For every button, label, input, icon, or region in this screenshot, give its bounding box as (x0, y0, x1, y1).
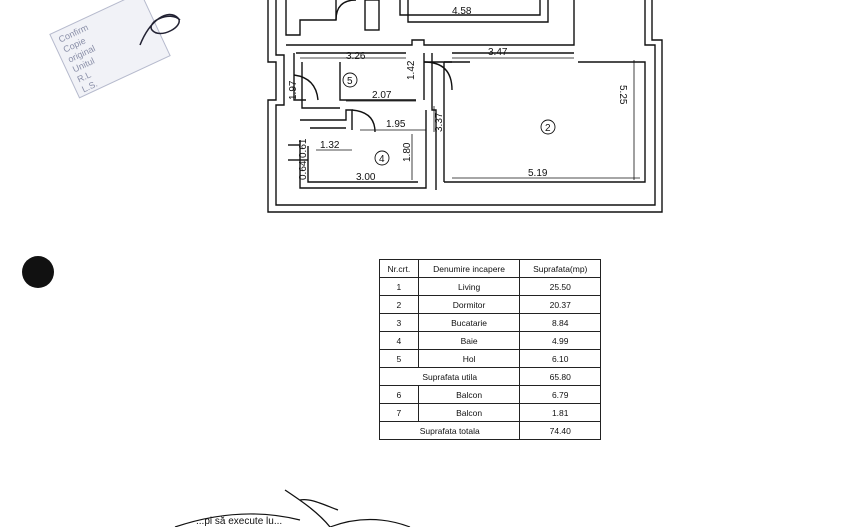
subtotal-label: Suprafata utila (378, 367, 521, 386)
cell-name: Bucatarie (417, 313, 521, 332)
dim-4-58: 4.58 (452, 6, 472, 17)
signature-bottom (284, 489, 339, 527)
cell-area: 4.99 (519, 331, 601, 350)
dim-3-26: 3.26 (346, 51, 366, 62)
cell-nr: 2 (379, 295, 419, 314)
cell-name: Balcon (417, 385, 521, 404)
cell-name: Baie (417, 331, 521, 350)
table-row: 3 Bucatarie 8.84 (379, 313, 601, 332)
dim-1-32: 1.32 (320, 140, 340, 151)
dim-0-61: 0.61 (298, 138, 309, 158)
dim-3-00: 3.00 (356, 172, 376, 183)
room-number-5: 5 (347, 76, 353, 87)
dim-2-07: 2.07 (372, 90, 392, 101)
dim-5-25: 5.25 (617, 85, 628, 105)
table-row: 6 Balcon 6.79 (379, 385, 601, 404)
dim-1-95: 1.95 (386, 119, 406, 130)
outer-wall (267, 0, 663, 213)
dim-3-37: 3.37 (434, 112, 445, 132)
dim-3-47: 3.47 (488, 47, 508, 58)
dim-0-64: 0.64 (298, 160, 309, 180)
signature-top (139, 13, 181, 46)
table-header-row: Nr.crt. Denumire incapere Suprafata(mp) (379, 259, 601, 278)
cell-name: Living (417, 277, 521, 296)
cell-area: 1.81 (519, 403, 601, 422)
cell-nr: 7 (379, 403, 419, 422)
dim-1-80: 1.80 (402, 142, 413, 162)
cell-area: 25.50 (519, 277, 601, 296)
table-row: 7 Balcon 1.81 (379, 403, 601, 422)
table-row: 2 Dormitor 20.37 (379, 295, 601, 314)
table-row: 5 Hol 6.10 (379, 349, 601, 368)
stamp-bottom-arc (174, 513, 411, 527)
cell-nr: 6 (379, 385, 419, 404)
subtotal-row: Suprafata utila 65.80 (378, 367, 601, 386)
cell-area: 20.37 (519, 295, 601, 314)
room-number-2: 2 (545, 123, 551, 134)
table-row: 1 Living 25.50 (379, 277, 601, 296)
cell-name: Balcon (417, 403, 521, 422)
dim-5-19: 5.19 (528, 168, 548, 179)
header-nr: Nr.crt. (379, 259, 419, 278)
cell-name: Dormitor (417, 295, 521, 314)
room-number-4: 4 (379, 154, 385, 165)
cell-area: 6.79 (519, 385, 601, 404)
total-value: 74.40 (519, 421, 601, 440)
subtotal-value: 65.80 (519, 367, 601, 386)
cell-name: Hol (417, 349, 521, 368)
cell-nr: 1 (379, 277, 419, 296)
cell-area: 6.10 (519, 349, 601, 368)
notary-stamp-top-left: Confirm Copie original Unitul R.L L.S. (49, 0, 171, 99)
cell-nr: 3 (379, 313, 419, 332)
cell-nr: 5 (379, 349, 419, 368)
cell-nr: 4 (379, 331, 419, 350)
total-row: Suprafata totala 74.40 (378, 421, 601, 440)
ink-dot-mark (22, 256, 54, 288)
dim-1-97: 1.97 (288, 80, 299, 100)
table-row: 4 Baie 4.99 (379, 331, 601, 350)
stamp-bottom-text: ...pi să execute lu... (196, 516, 282, 527)
header-area: Suprafata(mp) (519, 259, 601, 278)
cell-area: 8.84 (519, 313, 601, 332)
total-label: Suprafata totala (378, 421, 521, 440)
header-name: Denumire incapere (417, 259, 521, 278)
room-area-table: Nr.crt. Denumire incapere Suprafata(mp) … (378, 259, 601, 440)
dim-1-42: 1.42 (406, 60, 417, 80)
